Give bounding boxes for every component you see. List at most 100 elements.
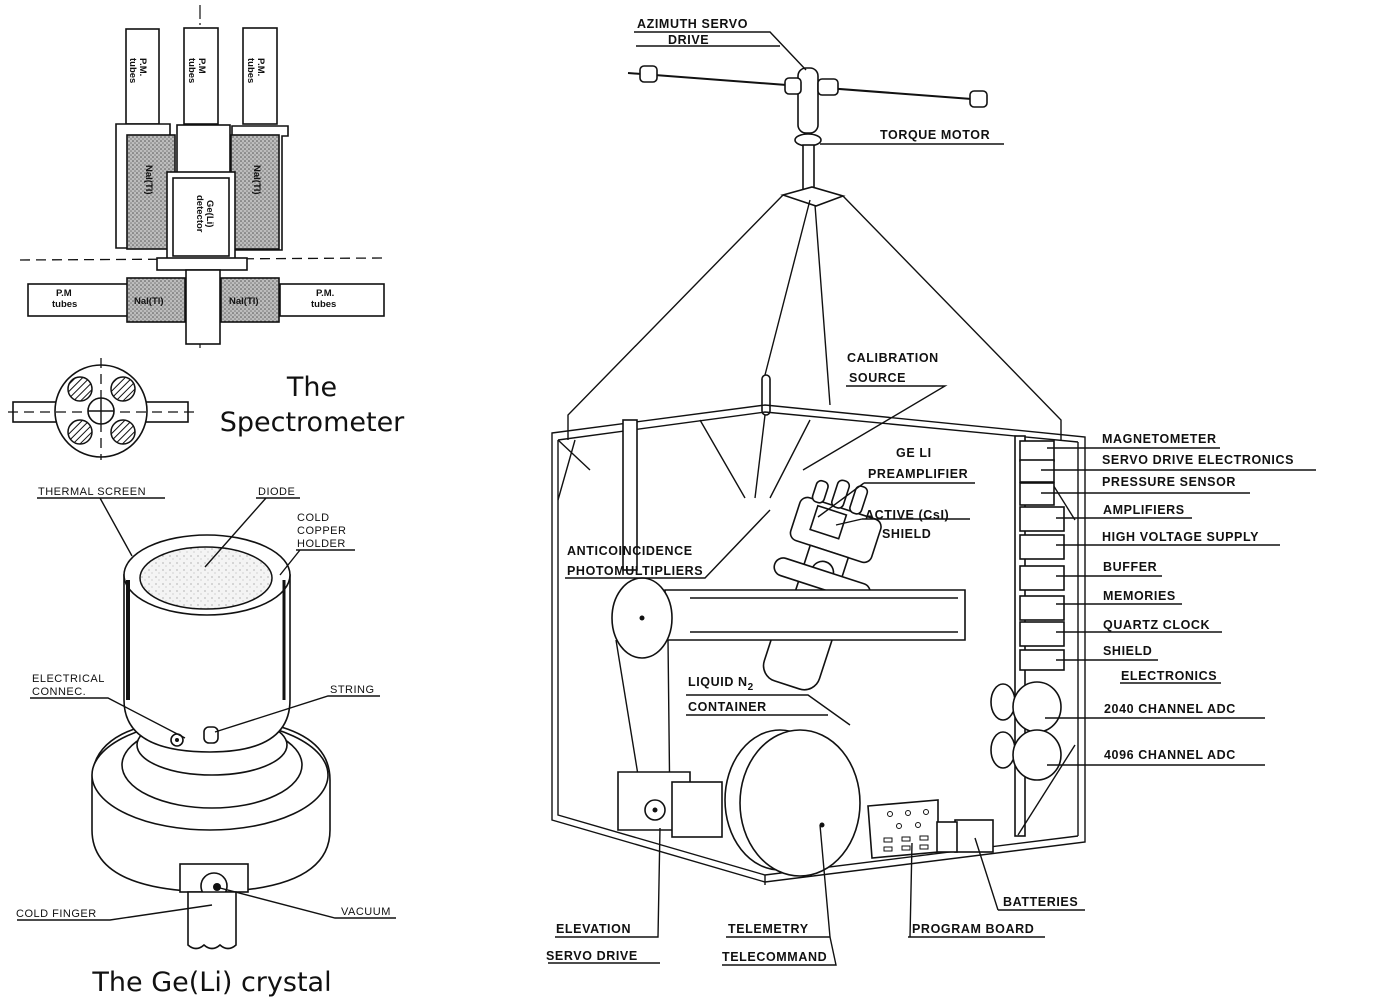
label-active-csi: ACTIVE (CsI) xyxy=(865,508,949,522)
label-electronics: ELECTRONICS xyxy=(1121,669,1217,683)
label-high-voltage-supply: HIGH VOLTAGE SUPPLY xyxy=(1102,530,1259,544)
label-detector: detector xyxy=(194,195,205,233)
leader-electrical-connec xyxy=(30,697,186,739)
label-amplifiers: AMPLIFIERS xyxy=(1103,503,1185,517)
center-column xyxy=(176,124,231,176)
caption-the: The xyxy=(286,372,337,403)
label-servo-drive: SERVO DRIVE xyxy=(546,949,638,963)
label-calibration: CALIBRATION xyxy=(847,351,939,365)
pm-tube-top-right xyxy=(242,27,278,125)
label-magnetometer: MAGNETOMETER xyxy=(1102,432,1217,446)
label-electrical: ELECTRICAL xyxy=(32,673,105,685)
label-nai-bottom-left: NaI(Tl) xyxy=(134,296,164,307)
label-telecommand: TELECOMMAND xyxy=(722,950,827,964)
label-pm-bottom-right-2: tubes xyxy=(311,299,336,310)
label-2040-adc: 2040 CHANNEL ADC xyxy=(1104,702,1236,716)
label-holder: HOLDER xyxy=(297,538,346,550)
nai-crystal-bottom-left xyxy=(126,277,186,323)
gondola-drawing xyxy=(551,65,1086,885)
crystal-br xyxy=(110,419,136,445)
label-diode: DIODE xyxy=(258,486,295,498)
string-post xyxy=(203,726,219,744)
label-buffer: BUFFER xyxy=(1103,560,1157,574)
label-pm-tubes-top-center-2: tubes xyxy=(186,58,197,83)
label-pm-tubes-top-center: P.M xyxy=(196,58,207,74)
label-nai-right: NaI(Tl) xyxy=(251,165,262,195)
label-program-board: PROGRAM BOARD xyxy=(912,922,1034,936)
leader-diode xyxy=(204,497,300,568)
leader-elevation-servo-drive xyxy=(548,827,661,964)
telemetry-disc xyxy=(739,729,861,877)
label-copper: COPPER xyxy=(297,525,346,537)
leader-vacuum xyxy=(219,887,396,919)
label-torque-motor: TORQUE MOTOR xyxy=(880,128,990,142)
label-drive: DRIVE xyxy=(668,33,709,47)
label-shield-assembly: SHIELD xyxy=(882,527,931,541)
leader-preamplifier xyxy=(817,482,975,518)
torque-motor xyxy=(794,133,822,147)
frame-post xyxy=(622,419,638,571)
label-cold-finger: COLD FINGER xyxy=(16,908,97,920)
pyramid-apex xyxy=(780,186,846,207)
label-pressure-sensor: PRESSURE SENSOR xyxy=(1102,475,1236,489)
leader-batteries xyxy=(974,837,1085,911)
gondola-labels: AZIMUTH SERVO DRIVE TORQUE MOTOR CALIBRA… xyxy=(546,17,1294,964)
label-pm-bottom-right: P.M. xyxy=(316,288,334,299)
label-pm-tubes-top-right-2: tubes xyxy=(245,58,256,83)
caption-spectrometer: Spectrometer xyxy=(220,407,405,438)
leader-cold-copper-holder xyxy=(279,549,355,576)
leader-thermal-screen xyxy=(37,497,165,557)
label-memories: MEMORIES xyxy=(1103,589,1176,603)
crystal-tl xyxy=(67,376,93,402)
label-cold: COLD xyxy=(297,512,330,524)
cold-finger-stem xyxy=(185,269,221,345)
label-servo-drive-electronics: SERVO DRIVE ELECTRONICS xyxy=(1102,453,1294,467)
geli-crystal-drawing: THERMAL SCREEN DIODE COLD COPPER HOLDER … xyxy=(16,486,396,950)
nai-crystal-bottom-right xyxy=(220,277,280,323)
suspension-cables xyxy=(567,194,1062,440)
label-vacuum: VACUUM xyxy=(341,906,391,918)
detector-assembly xyxy=(762,479,882,691)
spectrometer-side-view: P.M. tubes P.M tubes P.M. tubes NaI(Tl) … xyxy=(19,5,386,348)
pm-tube-bottom-right xyxy=(279,283,385,317)
label-source: SOURCE xyxy=(849,371,906,385)
label-pm-bottom-left: P.M xyxy=(56,288,72,299)
azimuth-drive-column xyxy=(797,67,819,134)
boom-weight-left xyxy=(639,65,658,83)
leader-string xyxy=(214,695,380,733)
label-connec: CONNEC. xyxy=(32,686,86,698)
leader-azimuth-servo xyxy=(634,31,807,71)
leader-calibration-source xyxy=(802,385,948,471)
rack-modules xyxy=(990,440,1065,781)
label-nai-bottom-right: NaI(Tl) xyxy=(229,296,259,307)
pm-tube-bottom-left xyxy=(27,283,129,317)
label-telemetry: TELEMETRY xyxy=(728,922,809,936)
label-shield: SHIELD xyxy=(1103,644,1152,658)
label-pm-tubes-top-right: P.M. xyxy=(255,58,266,76)
label-ge-li: Ge(Li) xyxy=(204,200,215,227)
label-anticoincidence: ANTICOINCIDENCE xyxy=(567,544,693,558)
caption-geli-crystal: The Ge(Li) crystal xyxy=(91,967,331,998)
leader-anticoincidence xyxy=(565,509,771,579)
diode-surface xyxy=(139,546,273,610)
spectrometer-top-view xyxy=(8,358,198,460)
label-4096-adc: 4096 CHANNEL ADC xyxy=(1104,748,1236,762)
label-elevation: ELEVATION xyxy=(556,922,631,936)
cold-finger xyxy=(187,891,237,950)
label-pm-tubes-top-left: P.M. xyxy=(137,58,148,76)
label-quartz-clock: QUARTZ CLOCK xyxy=(1103,618,1210,632)
label-pm-tubes-top-left-2: tubes xyxy=(127,58,138,83)
ge-detector xyxy=(172,177,230,257)
rack-leaders xyxy=(1041,447,1316,766)
thermal-screen-cylinder xyxy=(123,574,291,753)
label-string: STRING xyxy=(330,684,375,696)
label-thermal-screen: THERMAL SCREEN xyxy=(38,486,146,498)
leader-active-shield xyxy=(835,518,970,526)
label-nai-left: NaI(Tl) xyxy=(143,165,154,195)
leader-telemetry xyxy=(722,824,837,966)
label-container: CONTAINER xyxy=(688,700,767,714)
label-liquid-n2: LIQUID N2 xyxy=(688,675,754,693)
leader-liquid-n2 xyxy=(686,694,851,726)
label-azimuth-servo: AZIMUTH SERVO xyxy=(637,17,748,31)
gondola-frame xyxy=(551,404,1086,883)
